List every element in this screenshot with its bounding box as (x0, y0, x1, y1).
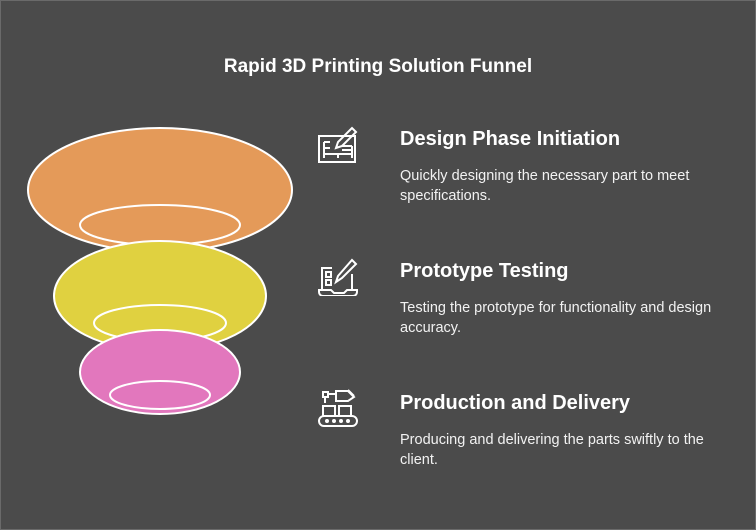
step-title: Design Phase Initiation (400, 128, 621, 150)
step-description: Testing the prototype for functionality … (400, 300, 712, 336)
step-title: Prototype Testing (400, 260, 569, 282)
funnel-stage-3 (79, 329, 241, 415)
diagram-title: Rapid 3D Printing Solution Funnel (223, 56, 533, 77)
step-description: Quickly designing the necessary part to … (400, 168, 690, 204)
laptop-pencil-icon (318, 258, 358, 296)
blueprint-pencil-icon (318, 126, 358, 163)
step-description: Producing and delivering the parts swift… (400, 432, 704, 468)
step-title: Production and Delivery (400, 392, 631, 414)
funnel-stage-1 (27, 127, 293, 253)
conveyor-robot-arm-icon (318, 389, 358, 427)
funnel (27, 127, 293, 415)
